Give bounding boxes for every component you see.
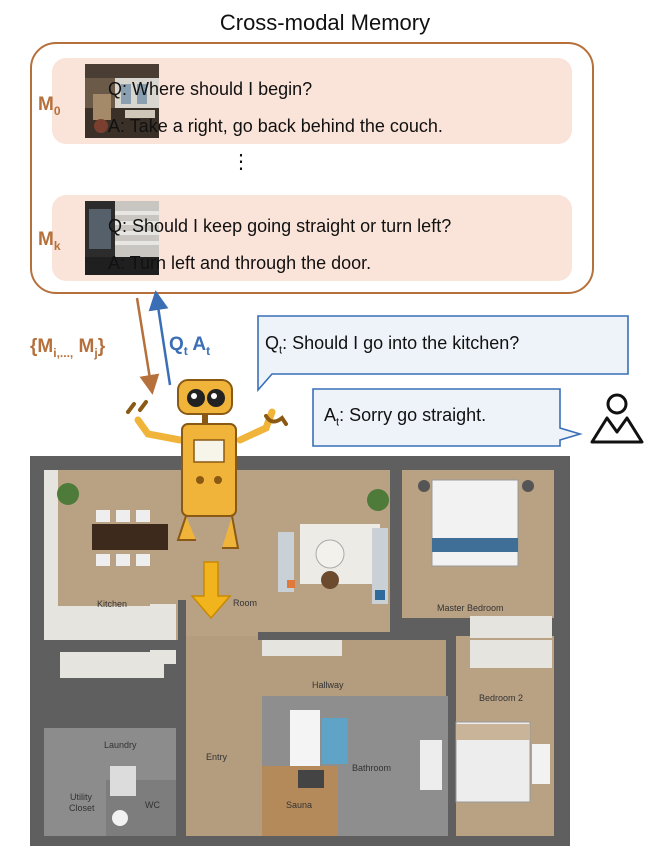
direction-arrow xyxy=(190,561,232,620)
room-label-utility: Utility xyxy=(70,792,92,802)
room-label-entry: Entry xyxy=(206,752,228,762)
room-label-bedroom2: Bedroom 2 xyxy=(479,693,524,703)
room-label-kitchen: Kitchen xyxy=(97,599,128,609)
room-label-master-bedroom: Master Bedroom xyxy=(437,603,504,613)
room-label-room: Room xyxy=(233,598,258,608)
memory-thumbnail-0 xyxy=(85,64,159,138)
memory-answer-0: A: Take a right, go back behind the couc… xyxy=(108,116,443,136)
diagram-title: Cross-modal Memory xyxy=(219,10,431,35)
memory-label-0: M0 xyxy=(38,94,61,118)
write-arrow xyxy=(148,290,172,386)
room-label-closet: Closet xyxy=(69,803,95,813)
memory-label-k: Mk xyxy=(38,229,61,253)
write-label: Qt At xyxy=(169,334,211,358)
memory-answer-k: A: Turn left and through the door. xyxy=(108,253,372,273)
question-bubble xyxy=(257,315,629,393)
memory-entry-k xyxy=(52,195,572,281)
memory-entry-0 xyxy=(52,58,572,144)
retrieve-label: {Mi,..., Mj} xyxy=(30,336,106,360)
entry-floor xyxy=(182,696,262,836)
memory-question-0: Q: Where should I begin? xyxy=(108,79,313,99)
retrieve-arrow xyxy=(135,297,160,395)
room-label-bathroom: Bathroom xyxy=(352,763,392,773)
room-label-laundry: Laundry xyxy=(104,740,137,750)
room-label-hallway: Hallway xyxy=(312,680,344,690)
answer-bubble xyxy=(312,388,583,447)
answer-bubble-text: At: Sorry go straight. xyxy=(324,405,487,429)
memory-container xyxy=(30,42,594,294)
room-label-sauna: Sauna xyxy=(286,800,313,810)
room-label-wc: WC xyxy=(145,800,160,810)
question-bubble-text: Qt: Should I go into the kitchen? xyxy=(265,333,520,357)
memory-thumbnail-k xyxy=(85,201,159,275)
memory-question-k: Q: Should I keep going straight or turn … xyxy=(108,216,452,236)
